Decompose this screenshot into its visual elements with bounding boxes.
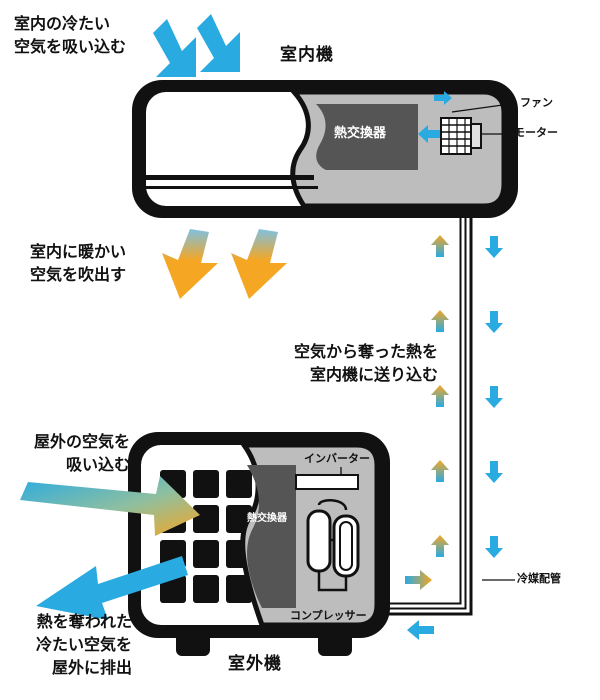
indoor-grille-bar bbox=[146, 175, 314, 180]
motor-label: モーター bbox=[514, 126, 558, 139]
outdoor-intake-line2: 吸い込む bbox=[65, 455, 130, 475]
exhaust-line1: 熱を奪われた bbox=[36, 612, 132, 631]
grille-square bbox=[193, 470, 219, 498]
indoor-unit bbox=[132, 80, 518, 218]
indoor-warm-output-arrows bbox=[162, 229, 287, 299]
motor-icon bbox=[470, 123, 482, 149]
compressor-label: コンプレッサー bbox=[290, 609, 367, 622]
outdoor-air-intake-arrow-icon bbox=[20, 476, 200, 536]
exhaust-line3: 屋外に排出 bbox=[51, 658, 132, 678]
downward-flow-arrow-icon bbox=[485, 236, 503, 258]
upward-flow-arrow-icon bbox=[431, 460, 449, 482]
downward-flow-arrow-icon bbox=[485, 536, 503, 558]
grille-square bbox=[226, 575, 252, 603]
outdoor-unit bbox=[128, 432, 390, 656]
refrigerant-pipes bbox=[376, 164, 515, 616]
outdoor-intake-label: 屋外の空気を 吸い込む bbox=[34, 430, 130, 476]
inverter-board bbox=[295, 474, 359, 490]
exhaust-label: 熱を奪われた 冷たい空気を 屋外に排出 bbox=[36, 610, 132, 680]
compressor-cylinder bbox=[306, 509, 332, 573]
upward-flow-arrow-icon bbox=[431, 310, 449, 332]
indoor-grille-bar bbox=[146, 186, 318, 189]
outdoor-intake-line1: 屋外の空気を bbox=[33, 432, 130, 451]
cold-air-exhaust-arrow-icon bbox=[36, 556, 188, 620]
downward-flow-arrow-icon bbox=[485, 461, 503, 483]
upward-flow-arrows bbox=[431, 235, 449, 557]
outdoor-intake-arrow bbox=[20, 476, 200, 536]
downward-flow-arrows bbox=[485, 236, 503, 558]
inverter-label: インバーター bbox=[304, 452, 370, 465]
indoor-intake-label: 室内の冷たい 空気を吸い込む bbox=[14, 12, 126, 58]
upward-flow-arrow-icon bbox=[431, 535, 449, 557]
heat-transfer-line1: 空気から奪った熱を bbox=[293, 342, 438, 361]
indoor-intake-arrows bbox=[153, 14, 240, 77]
upward-flow-arrow-icon bbox=[431, 235, 449, 257]
warm-output-line1: 室内に暖かい bbox=[30, 242, 127, 261]
exhaust-line2: 冷たい空気を bbox=[35, 635, 132, 655]
outdoor-exhaust-arrow bbox=[36, 556, 188, 620]
downward-flow-arrow-icon bbox=[485, 311, 503, 333]
upward-flow-arrow-icon bbox=[431, 385, 449, 407]
cool-air-intake-arrow-icon bbox=[153, 19, 196, 77]
indoor-intake-line1: 室内の冷たい bbox=[14, 14, 111, 33]
fan-icon bbox=[440, 117, 472, 155]
indoor-heat-exchanger-label: 熱交換器 bbox=[334, 126, 387, 141]
indoor-unit-title: 室内機 bbox=[280, 45, 334, 65]
downward-flow-arrow-icon bbox=[485, 386, 503, 408]
pipe-flow-right-arrow-icon bbox=[405, 570, 432, 590]
fan-label: ファン bbox=[520, 96, 553, 109]
grille-square bbox=[193, 575, 219, 603]
warm-air-output-arrow-icon bbox=[162, 229, 218, 299]
heat-transfer-line2: 室内機に送り込む bbox=[309, 365, 438, 385]
warm-output-line2: 空気を吹出す bbox=[30, 265, 127, 285]
cool-air-intake-arrow-icon bbox=[197, 14, 240, 72]
refrigerant-pipe-label: 冷媒配管 bbox=[517, 572, 561, 585]
outdoor-unit-title: 室外機 bbox=[228, 654, 282, 674]
grille-square bbox=[226, 470, 252, 498]
warm-air-output-arrow-icon bbox=[231, 229, 287, 299]
outdoor-heat-exchanger bbox=[247, 465, 296, 608]
airflow-left-arrow-icon bbox=[418, 125, 440, 143]
grille-square bbox=[193, 505, 219, 533]
grille-square bbox=[193, 540, 219, 568]
outdoor-heat-exchanger-label: 熱交換器 bbox=[247, 513, 287, 524]
fan-leader bbox=[451, 103, 511, 113]
pipe-flow-left-arrow-icon bbox=[407, 620, 434, 640]
indoor-heat-exchanger bbox=[316, 104, 418, 170]
heat-transfer-label: 空気から奪った熱を 室内機に送り込む bbox=[294, 340, 438, 386]
small-airflow-arrow-icon bbox=[434, 91, 452, 105]
indoor-intake-line2: 空気を吸い込む bbox=[14, 37, 127, 57]
warm-output-label: 室内に暖かい 空気を吹出す bbox=[30, 240, 126, 286]
